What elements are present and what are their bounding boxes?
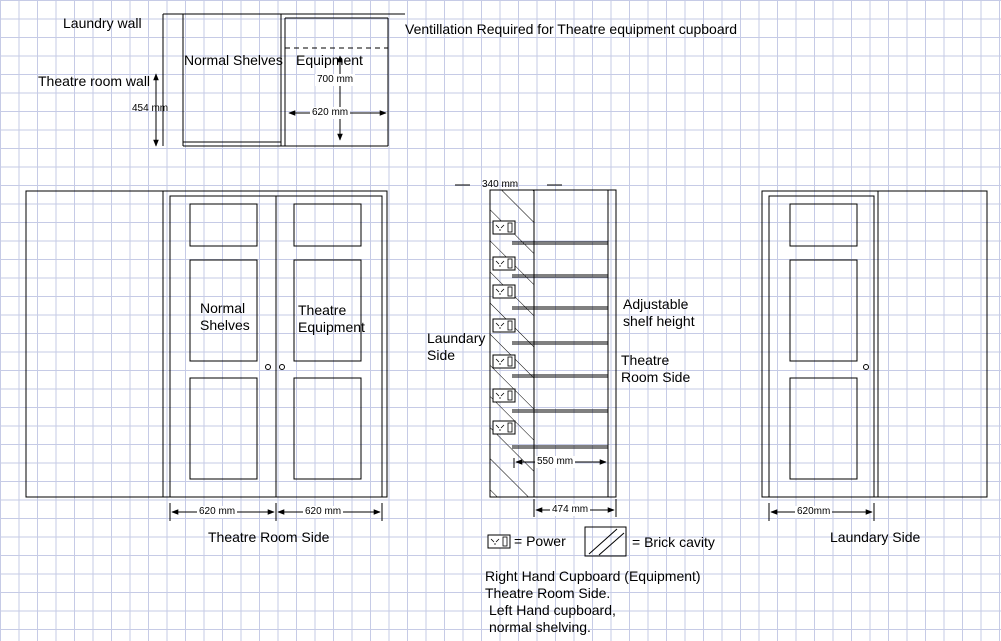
door-knob <box>265 364 271 370</box>
theatre-room-side-caption: Theatre Room Side <box>208 529 330 545</box>
theatre-equipment-door-label: Theatre Equipment <box>298 302 365 335</box>
dim-340: 340 mm <box>482 179 519 190</box>
normal-shelves-door-label: Normal Shelves <box>200 300 250 333</box>
laundry-elevation <box>761 190 988 521</box>
dim-454: 454 mm <box>132 103 169 114</box>
power-legend-label: = Power <box>514 533 566 549</box>
dim-550: 550 mm <box>535 456 576 468</box>
power-outlet-icon <box>487 534 511 549</box>
power-outlet-icon <box>492 354 516 369</box>
laundry-wall-label: Laundry wall <box>63 15 142 31</box>
brick-cavity-icon <box>584 526 627 557</box>
legend <box>487 526 627 557</box>
power-outlet-icon <box>492 388 516 403</box>
dim-620-laundry: 620mm <box>795 506 833 518</box>
adjustable-shelves <box>512 241 608 449</box>
theatre-elevation <box>25 190 388 521</box>
power-outlet-icon <box>492 256 516 271</box>
adjustable-shelf-label: Adjustable shelf height <box>623 296 695 329</box>
power-outlet-icon <box>492 284 516 299</box>
dim-620-plan: 620 mm <box>310 107 351 119</box>
dim-620-right: 620 mm <box>303 506 344 518</box>
ventilation-note: Ventillation Required for Theatre equipm… <box>405 21 738 37</box>
power-outlet-icon <box>492 220 516 235</box>
dim-700: 700 mm <box>315 74 356 86</box>
brick-cavity-legend-label: = Brick cavity <box>632 534 715 550</box>
laundry-side-caption: Laundary Side <box>830 529 921 545</box>
dim-474: 474 mm <box>550 504 591 516</box>
power-outlet-icon <box>492 318 516 333</box>
section-view <box>455 184 617 517</box>
theatre-room-side-label: Theatre Room Side <box>621 352 691 385</box>
laundry-side-label: Laundary Side <box>427 330 486 363</box>
plan-view <box>153 13 405 147</box>
dim-620-left: 620 mm <box>197 506 238 518</box>
equipment-plan-label: Equipment <box>296 52 363 68</box>
cupboard-notes: Right Hand Cupboard (Equipment) Theatre … <box>485 568 701 635</box>
door-knob <box>863 364 869 370</box>
power-outlet-icon <box>492 420 516 435</box>
theatre-room-wall-label: Theatre room wall <box>38 73 151 89</box>
normal-shelves-plan-label: Normal Shelves <box>184 52 283 68</box>
door-knob <box>279 364 285 370</box>
